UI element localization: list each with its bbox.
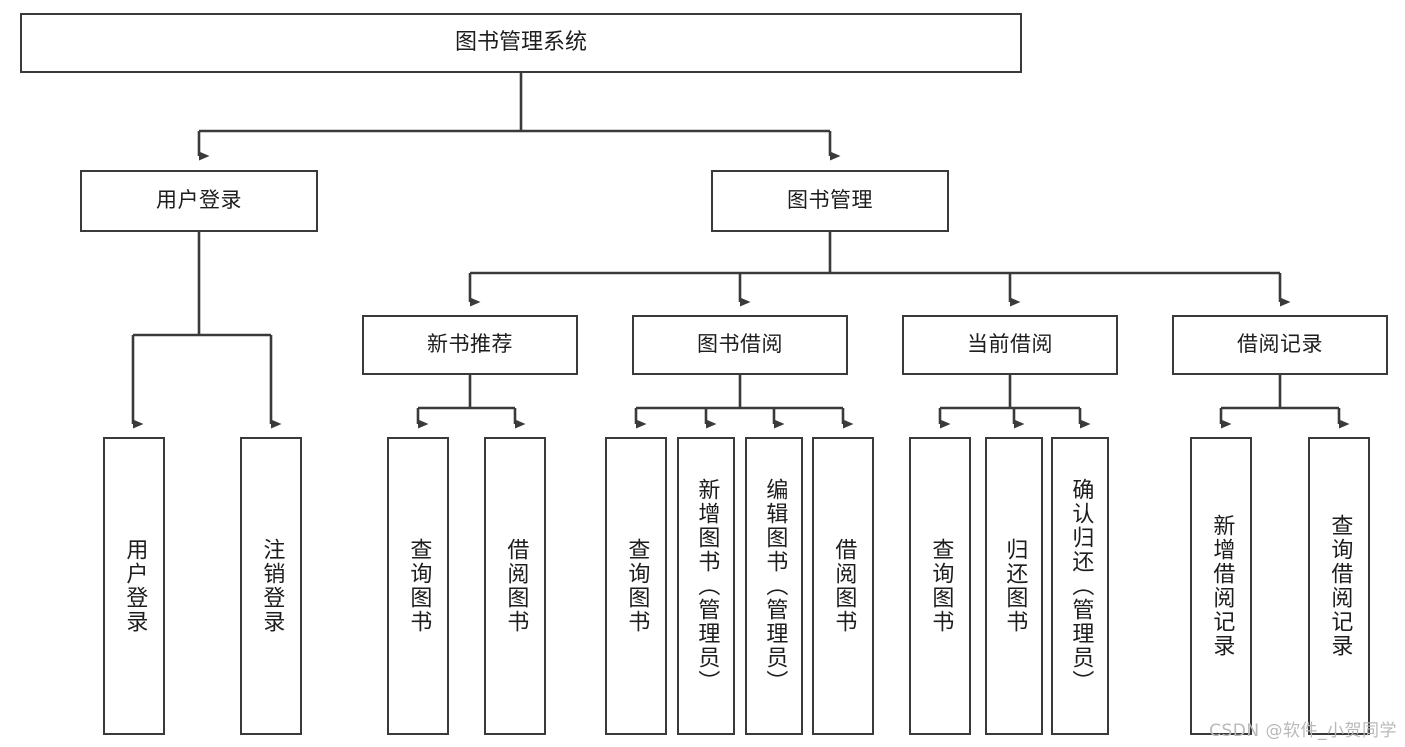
node-label: 注销登录 bbox=[259, 538, 285, 634]
node-label: 查询图书 bbox=[928, 538, 954, 634]
node-borrowing-records[interactable]: 借阅记录 bbox=[1172, 315, 1388, 375]
node-label: 新书推荐 bbox=[427, 332, 513, 357]
node-label: 借阅图书 bbox=[503, 538, 529, 634]
leaf-query-books-recommend[interactable]: 查询图书 bbox=[387, 437, 449, 735]
leaf-logout[interactable]: 注销登录 bbox=[240, 437, 302, 735]
leaf-query-books-borrowing[interactable]: 查询图书 bbox=[605, 437, 667, 735]
node-user-login[interactable]: 用户登录 bbox=[80, 170, 318, 232]
node-label: 用户登录 bbox=[156, 188, 242, 213]
node-label: 当前借阅 bbox=[967, 332, 1053, 357]
leaf-return-books[interactable]: 归还图书 bbox=[985, 437, 1043, 735]
node-label: 图书管理系统 bbox=[454, 29, 587, 55]
leaf-add-book-admin[interactable]: 新增图书（管理员） bbox=[677, 437, 735, 735]
node-new-book-recommendation[interactable]: 新书推荐 bbox=[362, 315, 578, 375]
node-root-book-management-system[interactable]: 图书管理系统 bbox=[20, 13, 1022, 73]
node-label: 归还图书 bbox=[1002, 538, 1028, 634]
leaf-query-borrow-record[interactable]: 查询借阅记录 bbox=[1308, 437, 1370, 735]
leaf-edit-book-admin[interactable]: 编辑图书（管理员） bbox=[745, 437, 803, 735]
node-label: 查询借阅记录 bbox=[1327, 514, 1353, 658]
node-label: 图书借阅 bbox=[697, 332, 783, 357]
watermark: CSDN @软件_小贺同学 bbox=[1209, 721, 1397, 741]
leaf-query-books-current[interactable]: 查询图书 bbox=[909, 437, 971, 735]
leaf-user-login[interactable]: 用户登录 bbox=[103, 437, 165, 735]
leaf-borrow-books-recommend[interactable]: 借阅图书 bbox=[484, 437, 546, 735]
node-book-management[interactable]: 图书管理 bbox=[711, 170, 949, 232]
node-label: 新增借阅记录 bbox=[1209, 514, 1235, 658]
leaf-add-borrow-record[interactable]: 新增借阅记录 bbox=[1190, 437, 1252, 735]
node-label: 查询图书 bbox=[406, 538, 432, 634]
node-label: 借阅记录 bbox=[1237, 332, 1323, 357]
node-label: 确认归还（管理员） bbox=[1068, 478, 1094, 694]
node-label: 查询图书 bbox=[624, 538, 650, 634]
node-label: 编辑图书（管理员） bbox=[762, 478, 788, 694]
node-book-borrowing[interactable]: 图书借阅 bbox=[632, 315, 848, 375]
node-label: 用户登录 bbox=[122, 538, 148, 634]
node-label: 借阅图书 bbox=[831, 538, 857, 634]
node-current-borrowing[interactable]: 当前借阅 bbox=[902, 315, 1118, 375]
node-label: 新增图书（管理员） bbox=[694, 478, 720, 694]
leaf-borrow-books-borrowing[interactable]: 借阅图书 bbox=[812, 437, 874, 735]
node-label: 图书管理 bbox=[787, 188, 873, 213]
leaf-confirm-return-admin[interactable]: 确认归还（管理员） bbox=[1051, 437, 1109, 735]
